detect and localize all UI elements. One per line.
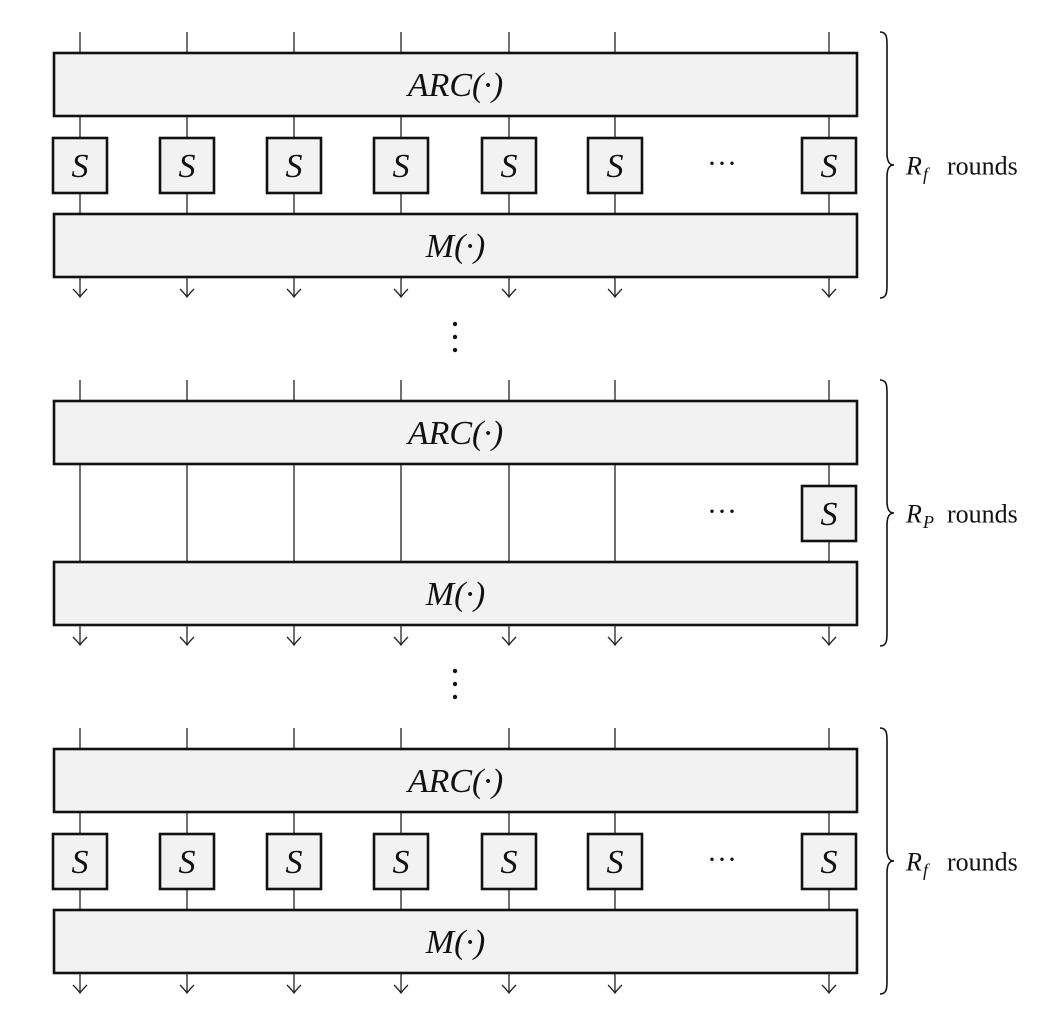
output-arrowhead (393, 288, 409, 299)
round-brace (879, 727, 895, 995)
sbox (51, 832, 109, 891)
vertical-dot-1-1 (452, 681, 458, 687)
sbox (158, 136, 216, 195)
arc-label: ARC(·) (406, 415, 503, 452)
output-arrowhead (393, 984, 409, 995)
sbox (265, 136, 323, 195)
vertical-dot-1-2 (452, 694, 458, 700)
output-arrowhead (821, 984, 837, 995)
round-label-symbol: R (905, 152, 922, 181)
vertical-dot-0-1 (452, 334, 458, 340)
output-arrowhead (72, 636, 88, 647)
round-label-subscript: f (923, 860, 931, 880)
output-arrowhead (821, 288, 837, 299)
sbox (800, 484, 858, 543)
sbox (158, 832, 216, 891)
round-label-text: rounds (947, 500, 1018, 529)
arc-label: ARC(·) (406, 763, 503, 800)
vertical-dot-0-0 (452, 321, 458, 327)
arc-box (52, 747, 859, 814)
arc-label: ARC(·) (406, 67, 503, 104)
sbox-label: S (821, 148, 838, 185)
sbox (265, 832, 323, 891)
sbox-label: S (821, 496, 838, 533)
output-arrowhead (179, 984, 195, 995)
output-arrowhead (286, 636, 302, 647)
sbox (480, 832, 538, 891)
mix-box (52, 908, 859, 975)
horizontal-ellipsis: ··· (707, 495, 737, 528)
output-arrowhead (501, 636, 517, 647)
round-label-symbol: R (905, 848, 922, 877)
mix-label: M(·) (425, 924, 485, 961)
sbox-label: S (607, 148, 624, 185)
output-arrowhead (607, 288, 623, 299)
sbox (480, 136, 538, 195)
output-arrowhead (286, 288, 302, 299)
sbox (51, 136, 109, 195)
sbox-label: S (72, 148, 89, 185)
round-label-text: rounds (947, 152, 1018, 181)
sbox-label: S (501, 148, 518, 185)
sbox-label: S (821, 844, 838, 881)
output-arrowhead (286, 984, 302, 995)
mix-label: M(·) (425, 576, 485, 613)
round-label-text: rounds (947, 848, 1018, 877)
output-arrowhead (393, 636, 409, 647)
sbox (800, 832, 858, 891)
sbox-label: S (286, 844, 303, 881)
sbox (372, 832, 430, 891)
arc-box (52, 399, 859, 466)
sbox (586, 832, 644, 891)
sbox-label: S (501, 844, 518, 881)
sbox (372, 136, 430, 195)
sbox (586, 136, 644, 195)
arc-box (52, 51, 859, 118)
mix-box (52, 212, 859, 279)
sbox-label: S (393, 148, 410, 185)
horizontal-ellipsis: ··· (707, 147, 737, 180)
sbox-label: S (607, 844, 624, 881)
round-label-subscript: f (923, 164, 931, 184)
round-brace (879, 379, 895, 647)
vertical-dot-1-0 (452, 668, 458, 674)
vertical-dot-0-2 (452, 347, 458, 353)
horizontal-ellipsis: ··· (707, 843, 737, 876)
sbox-label: S (179, 844, 196, 881)
mix-box (52, 560, 859, 627)
output-arrowhead (179, 636, 195, 647)
sbox-label: S (72, 844, 89, 881)
sbox-label: S (179, 148, 196, 185)
mix-label: M(·) (425, 228, 485, 265)
sbox-label: S (286, 148, 303, 185)
sbox (800, 136, 858, 195)
output-arrowhead (821, 636, 837, 647)
round-brace (879, 31, 895, 299)
output-arrowhead (179, 288, 195, 299)
output-arrowhead (607, 636, 623, 647)
output-arrowhead (607, 984, 623, 995)
sbox-label: S (393, 844, 410, 881)
round-label-symbol: R (905, 500, 922, 529)
output-arrowhead (72, 288, 88, 299)
output-arrowhead (72, 984, 88, 995)
round-label-subscript: P (922, 512, 934, 532)
output-arrowhead (501, 288, 517, 299)
output-arrowhead (501, 984, 517, 995)
